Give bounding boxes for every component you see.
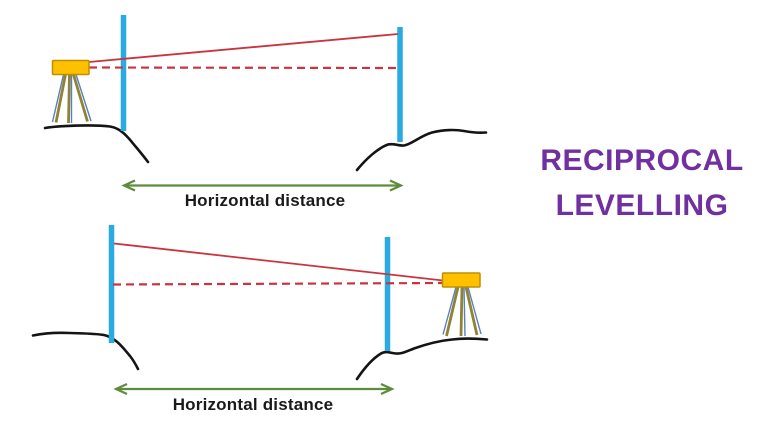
tripod-leg [72,74,89,122]
tripod-leg-blue [442,286,457,335]
slide-title-line2: LEVELLING [555,189,729,222]
tripod-leg [67,74,71,124]
level-instrument-icon [441,272,482,337]
level-instrument-icon [51,59,92,124]
tripod-leg [459,286,464,337]
horizontal-dashed-sight-line [88,66,397,70]
tripod-leg-blue [463,286,466,337]
bottom-diagram [31,225,489,396]
arrowhead-right [389,179,404,192]
tripod-leg-blue [467,286,482,335]
distance-arrow [113,382,395,396]
inclined-line-of-sight [88,33,399,63]
arrowhead-right [380,382,395,396]
horizontal-distance-label-bottom: Horizontal distance [172,395,334,414]
ground-line-right [355,337,489,381]
instrument-body [51,59,90,76]
distance-arrow [121,179,404,192]
tripod-leg-blue [51,74,65,123]
arrowhead-left [121,179,136,192]
tripod-leg [445,286,460,337]
inclined-line-of-sight [113,242,444,282]
ground-line-left [43,124,150,164]
tripod-leg-blue [75,74,92,122]
tripod-leg [54,74,67,123]
instrument-body [441,272,481,288]
ground-line-left [31,331,140,371]
horizontal-distance-label-top: Horizontal distance [184,191,346,210]
ground-line-right [355,128,488,172]
tripod-leg [464,286,479,336]
arrowhead-left [113,382,128,396]
horizontal-dashed-sight-line [112,281,444,286]
slide-title-line1: RECIPROCAL [540,144,744,177]
top-diagram [43,15,488,192]
slide-title: RECIPROCAL LEVELLING [520,138,764,228]
